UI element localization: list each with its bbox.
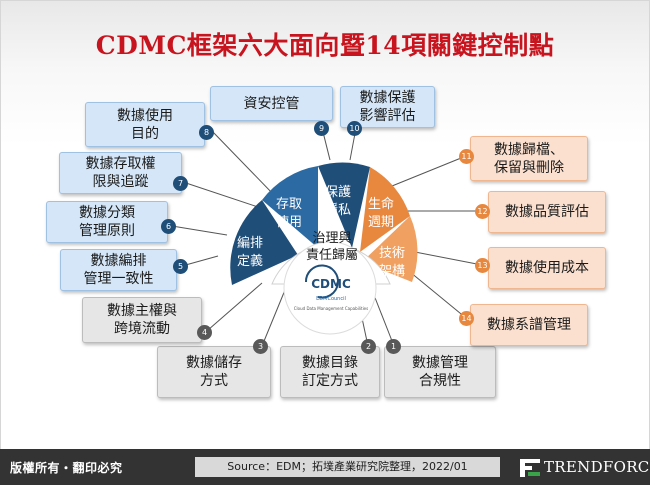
logo-tagline: Cloud Data Management Capabilities (294, 306, 368, 311)
connector-5 (181, 255, 219, 267)
petal-label-catalog-line1: 編排 (237, 235, 263, 251)
control-box-3: 數據儲存 方式 (157, 346, 271, 398)
control-number-badge-8: 8 (199, 125, 214, 140)
control-number-badge-14: 14 (459, 311, 474, 326)
center-logo-disc (283, 241, 377, 335)
brand-name: TRENDFORCE (544, 458, 650, 476)
connector-14 (409, 271, 467, 319)
control-box-4: 數據主權與 跨境流動 (82, 297, 202, 343)
footer-bar: 版權所有・翻印必究 Source：EDM；拓墣產業研究院整理，2022/01 T… (0, 449, 650, 485)
control-number-badge-10: 10 (347, 121, 362, 136)
logo-arc (304, 264, 339, 299)
page-title: CDMC框架六大面向暨14項關鍵控制點 (95, 31, 555, 60)
connector-4 (207, 282, 263, 331)
copyright-text: 版權所有・翻印必究 (10, 461, 123, 475)
control-box-9: 資安控管 (210, 86, 333, 121)
center-label-line2: 責任歸屬 (306, 248, 358, 263)
control-number-badge-5: 5 (173, 259, 188, 274)
control-label-1: 數據管理 合規性 (412, 355, 468, 389)
control-box-14: 數據系譜管理 (470, 304, 588, 346)
control-label-3: 數據儲存 方式 (186, 355, 242, 389)
petal-catalog (230, 200, 298, 285)
control-box-8: 數據使用 目的 (85, 102, 205, 147)
control-number-badge-12: 12 (475, 204, 490, 219)
petal-label-tech-line2: 架構 (379, 264, 405, 279)
trendforce-logo: TRENDFORCE (520, 454, 650, 480)
control-label-4: 數據主權與 跨境流動 (107, 303, 177, 337)
control-number-badge-2: 2 (361, 339, 376, 354)
petal-label-privacy-line1: 保護 (325, 184, 351, 200)
control-label-14: 數據系譜管理 (487, 317, 571, 333)
petal-label-catalog-line2: 定義 (237, 253, 263, 269)
petal-label-privacy-line2: 隱私 (325, 203, 351, 218)
petal-privacy (318, 162, 370, 248)
control-label-9: 資安控管 (243, 95, 300, 112)
control-label-12: 數據品質評估 (505, 204, 589, 220)
logo-sub: EDMCouncil (316, 296, 346, 302)
petal-label-access-line1: 存取 (276, 197, 302, 212)
petal-access (262, 166, 318, 248)
control-label-7: 數據存取權 限與追蹤 (85, 156, 156, 190)
control-label-11: 數據歸檔、 保留與刪除 (494, 141, 564, 176)
control-box-13: 數據使用成本 (488, 247, 606, 289)
control-number-badge-6: 6 (161, 219, 176, 234)
control-label-13: 數據使用成本 (505, 260, 589, 276)
control-label-2: 數據目錄 訂定方式 (302, 355, 358, 389)
control-number-badge-3: 3 (253, 339, 268, 354)
control-box-2: 數據目錄 訂定方式 (280, 346, 380, 398)
center-label-line1: 治理與 (312, 231, 351, 246)
control-box-12: 數據品質評估 (488, 191, 606, 233)
petal-label-lifecycle-line2: 週期 (368, 215, 394, 230)
control-number-badge-1: 1 (386, 339, 401, 354)
connector-7 (185, 182, 259, 208)
source-text: Source：EDM；拓墣產業研究院整理，2022/01 (195, 457, 500, 477)
cdmc-logo: CDMC EDMCouncil Cloud Data Management Ca… (294, 264, 368, 311)
petal-label-access-line2: 使用 (276, 214, 302, 230)
petal-label-lifecycle-line1: 生命 (368, 196, 394, 212)
logo-text: CDMC (311, 277, 351, 291)
control-box-1: 數據管理 合規性 (384, 346, 496, 398)
control-number-badge-4: 4 (197, 325, 212, 340)
control-label-8: 數據使用 目的 (117, 107, 173, 142)
connector-11 (391, 155, 467, 187)
control-label-6: 數據分類 管理原則 (79, 205, 135, 239)
control-number-badge-9: 9 (314, 121, 329, 136)
control-number-badge-7: 7 (173, 176, 188, 191)
control-box-6: 數據分類 管理原則 (46, 201, 168, 243)
petal-lifecycle (360, 167, 410, 252)
control-label-5: 數據編排 管理一致性 (83, 253, 154, 287)
control-number-badge-11: 11 (459, 149, 474, 164)
connector-13 (414, 251, 483, 266)
connector-6 (171, 225, 228, 236)
connector-1 (371, 289, 395, 347)
petal-label-tech-line1: 技術 (379, 246, 405, 261)
control-label-10: 數據保護 影響評估 (359, 90, 416, 124)
control-box-5: 數據編排 管理一致性 (60, 249, 177, 291)
control-box-11: 數據歸檔、 保留與刪除 (470, 136, 588, 181)
trendforce-mark-icon (520, 459, 540, 477)
control-number-badge-13: 13 (475, 258, 490, 273)
connector-8 (211, 130, 276, 197)
connector-3 (261, 289, 286, 347)
control-box-7: 數據存取權 限與追蹤 (59, 152, 182, 194)
